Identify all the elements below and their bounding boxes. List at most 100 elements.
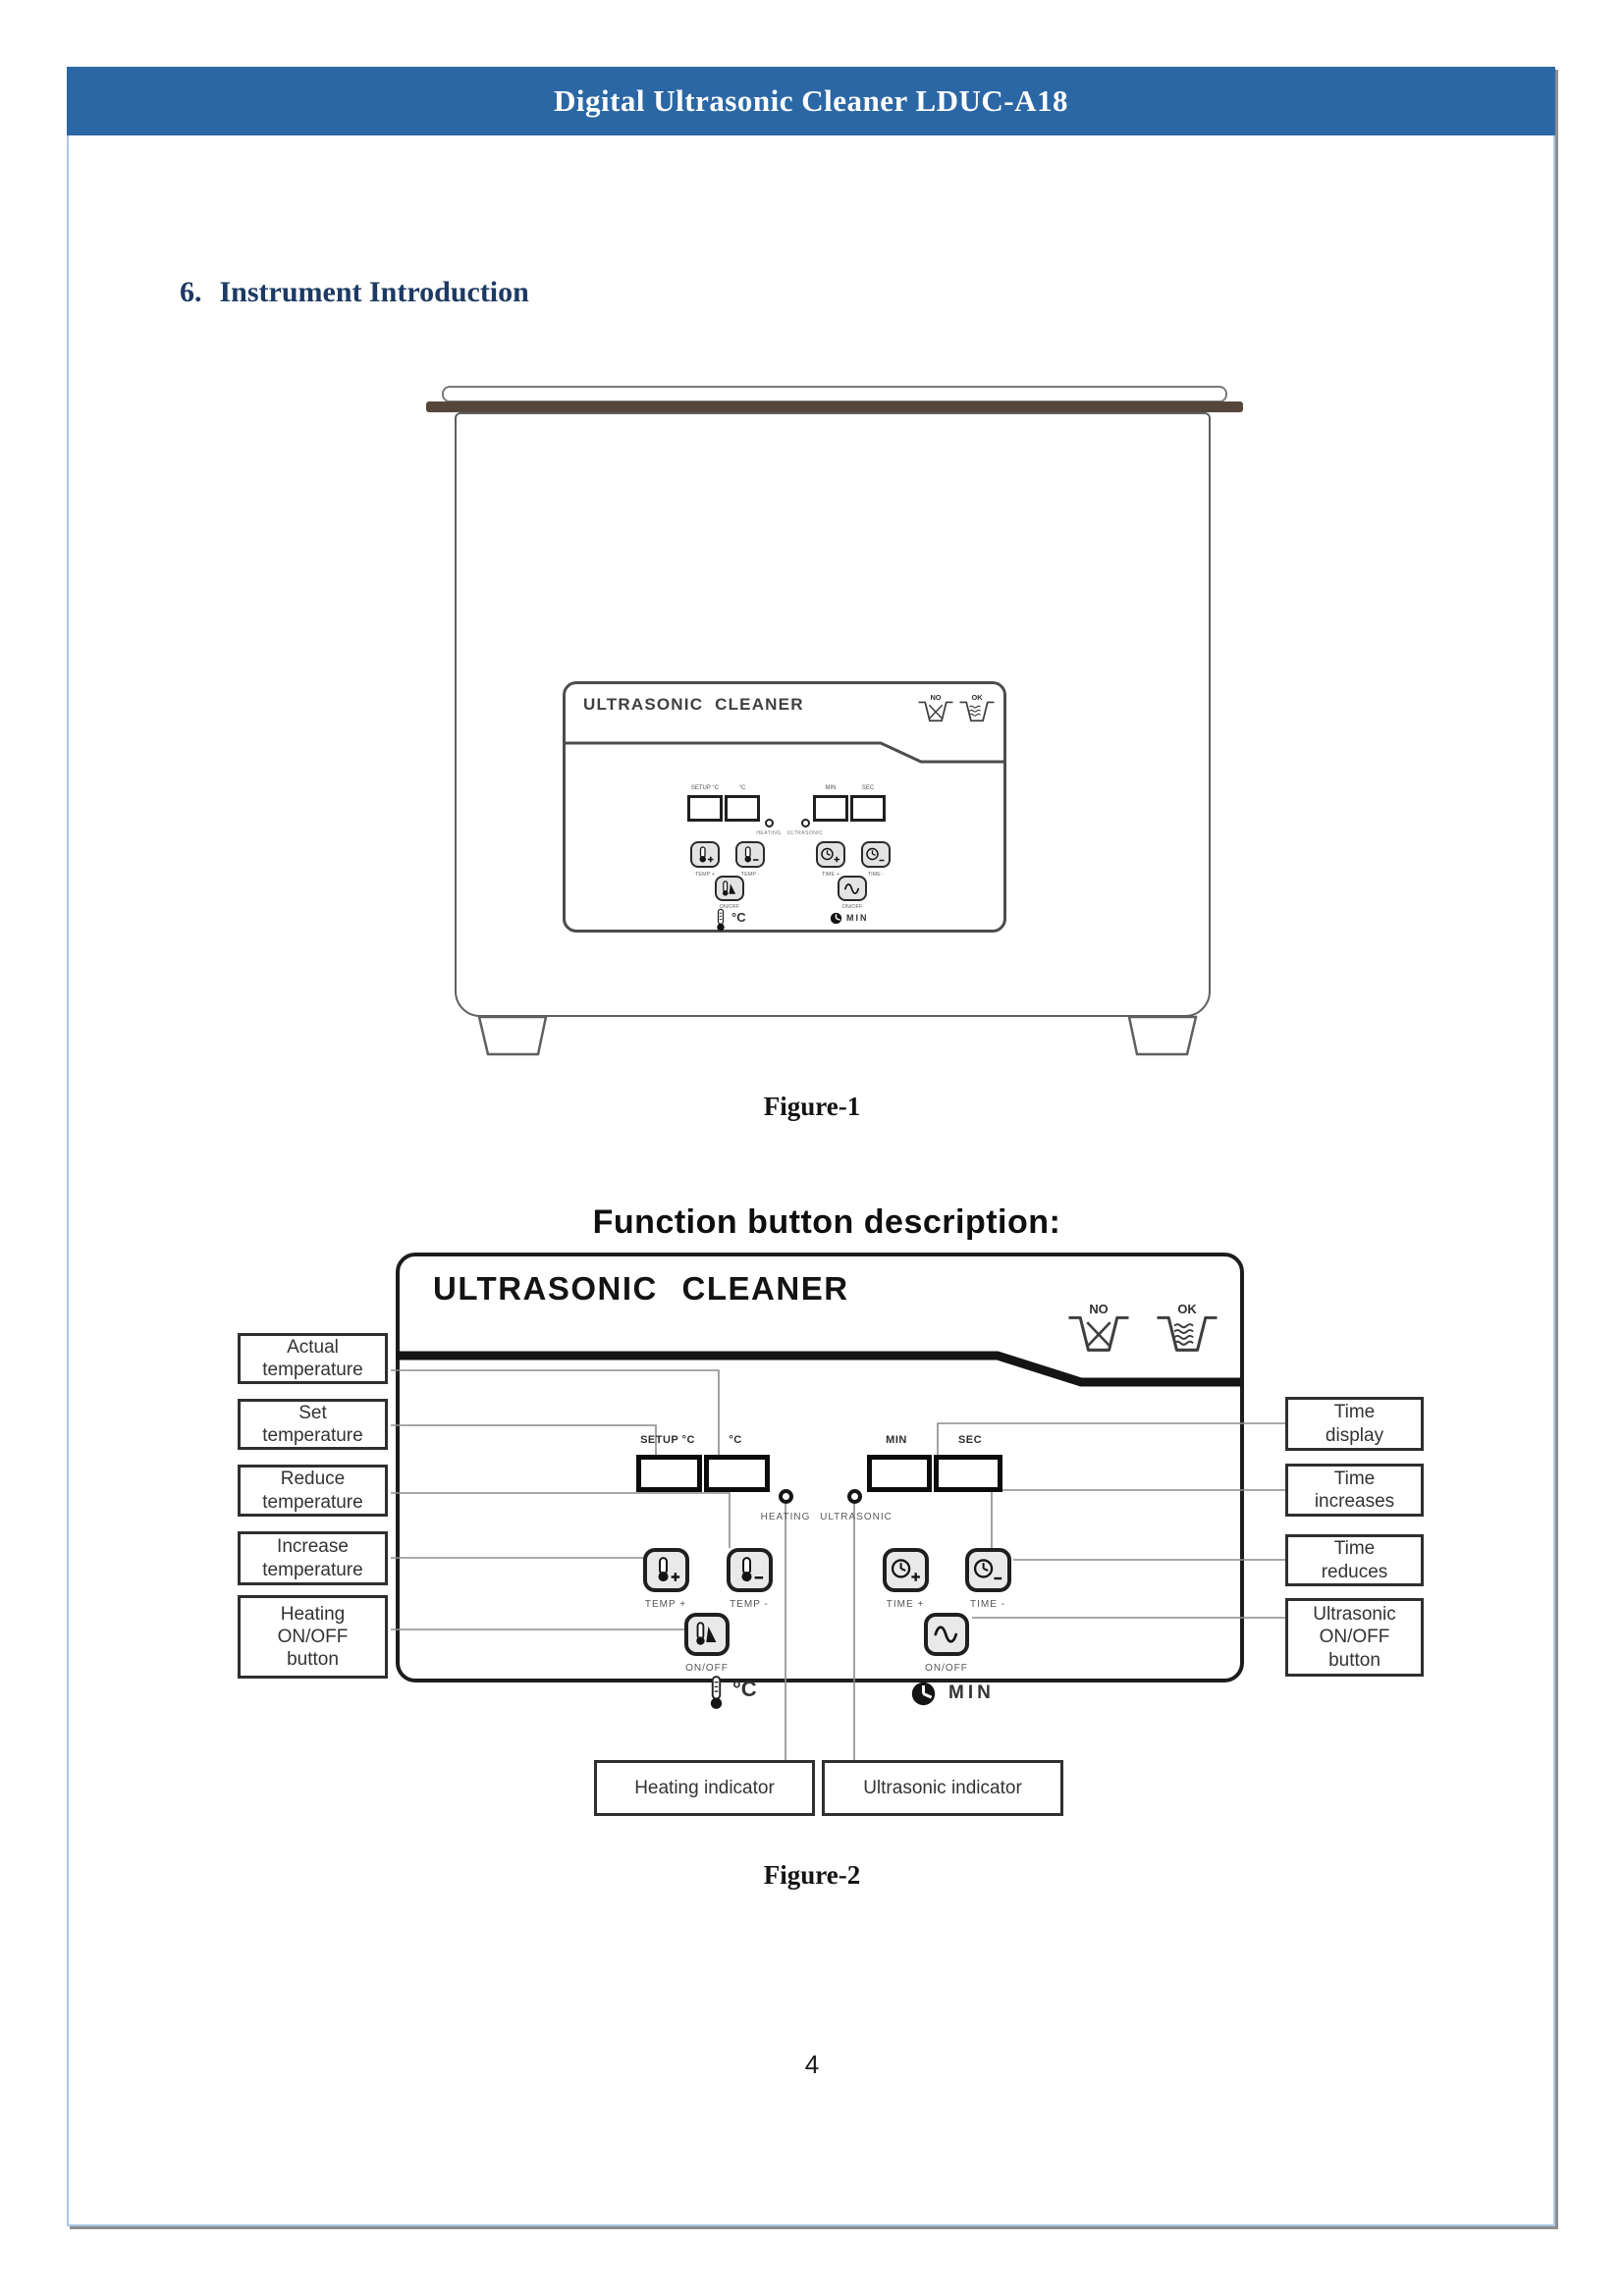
figure1-sec-display — [850, 795, 886, 822]
min-unit: MIN — [948, 1682, 995, 1703]
heating-onoff-button — [684, 1613, 730, 1656]
celsius-unit: °C — [732, 1677, 757, 1701]
thermometer-icon — [710, 1676, 723, 1709]
thermometer-heat-icon — [696, 1622, 717, 1645]
figure1-time-plus-label: TIME + — [822, 872, 839, 878]
figure1-panel-title: ULTRASONIC CLEANER — [583, 695, 804, 714]
min-display-label: MIN — [886, 1434, 907, 1446]
figure1-celsius-unit: °C — [731, 910, 746, 925]
thermometer-minus-icon — [741, 1557, 763, 1582]
ok-wash-icon: OK — [1157, 1302, 1218, 1352]
no-wash-icon: NO — [1068, 1302, 1129, 1352]
left-foot — [477, 1015, 548, 1056]
setup-display-label: SETUP °C — [640, 1434, 695, 1446]
ultrasonic-indicator-led — [847, 1489, 862, 1504]
figure1-heating-onoff-button — [715, 876, 744, 901]
figure1-lid-bottom — [426, 401, 1243, 412]
time-minus-label: TIME - — [970, 1599, 1005, 1610]
figure1-actual-label: °C — [738, 785, 746, 791]
time-plus-button — [883, 1548, 929, 1592]
section-number: 6. — [180, 276, 202, 308]
ultrasonic-onoff-button — [924, 1613, 969, 1656]
clock-minus-icon — [866, 847, 885, 861]
minutes-display — [867, 1455, 932, 1492]
figure1-temp-minus-label: TEMP - — [740, 872, 760, 878]
figure1-sec-label: SEC — [861, 785, 875, 791]
callout-actual-temperature: Actual temperature — [238, 1333, 388, 1384]
figure2-control-panel — [396, 1253, 1244, 1682]
clock-minus-icon — [973, 1559, 1001, 1580]
clock-plus-icon — [891, 1559, 920, 1581]
callout-reduce-temperature: Reduce temperature — [238, 1465, 388, 1517]
callout-ultrasonic-indicator: Ultrasonic indicator — [822, 1760, 1063, 1816]
time-minus-button — [965, 1548, 1011, 1592]
figure2-panel-title: ULTRASONIC CLEANER — [433, 1270, 849, 1307]
figure1-setup-label: SETUP °C — [690, 785, 720, 791]
section-title: Instrument Introduction — [219, 276, 529, 308]
ok-label: OK — [1177, 1302, 1197, 1316]
temp-minus-button — [727, 1548, 773, 1592]
thermometer-plus-icon — [699, 845, 714, 862]
page-title: Digital Ultrasonic Cleaner LDUC-A18 — [553, 83, 1069, 118]
thermometer-heat-icon — [722, 880, 736, 896]
figure1-control-panel — [563, 681, 1006, 933]
figure1-caption: Figure-1 — [763, 1092, 861, 1121]
figure1-heating-led-label: HEATING — [756, 830, 782, 836]
figure1-temp-minus-button — [735, 841, 765, 868]
figure1-temp-plus-button — [690, 841, 720, 868]
no-label: NO — [930, 693, 941, 702]
thermometer-plus-icon — [658, 1557, 679, 1582]
figure1-min-display — [813, 795, 848, 822]
ultrasonic-onoff-label: ON/OFF — [925, 1663, 968, 1674]
ultrasonic-led-label: ULTRASONIC — [820, 1512, 893, 1522]
figure1-panel-divider — [564, 741, 1004, 764]
figure1-ultrasonic-onoff-button — [838, 876, 867, 901]
callout-increase-temperature: Increase temperature — [238, 1531, 388, 1585]
page-number: 4 — [804, 2050, 820, 2079]
callout-ultrasonic-onoff-button: Ultrasonic ON/OFF button — [1285, 1598, 1424, 1677]
figure1-min-label: MIN — [825, 785, 837, 791]
divider-line — [564, 741, 1004, 764]
figure1-time-minus-button — [861, 841, 891, 868]
page-header: Digital Ultrasonic Cleaner LDUC-A18 — [67, 67, 1555, 135]
heating-onoff-label: ON/OFF — [685, 1663, 729, 1674]
temp-plus-label: TEMP + — [644, 1599, 687, 1610]
clock-icon — [911, 1682, 936, 1706]
figure1-heating-onoff-label: ON/OFF — [719, 904, 740, 910]
setup-temperature-display — [636, 1455, 702, 1492]
temp-minus-label: TEMP - — [730, 1599, 769, 1610]
figure1-feet — [477, 1015, 1198, 1056]
thermometer-minus-icon — [744, 845, 759, 862]
right-foot — [1127, 1015, 1198, 1056]
figure1-ultrasonic-led-label: ULTRASONIC — [786, 830, 824, 836]
sec-display-label: SEC — [957, 1434, 983, 1446]
figure1-time-minus-label: TIME - — [867, 872, 885, 878]
heating-led-label: HEATING — [760, 1512, 811, 1522]
callout-heating-onoff-button: Heating ON/OFF button — [238, 1595, 388, 1679]
wave-icon — [934, 1626, 958, 1643]
seconds-display — [934, 1455, 1002, 1492]
no-wash-icon: NO — [918, 693, 953, 722]
wave-icon — [844, 882, 860, 894]
callout-heating-indicator: Heating indicator — [594, 1760, 815, 1816]
section-heading: 6. Instrument Introduction — [180, 276, 529, 309]
temp-plus-button — [643, 1548, 689, 1592]
actual-temperature-display — [704, 1455, 770, 1492]
no-label: NO — [1089, 1302, 1108, 1316]
time-plus-label: TIME + — [886, 1599, 925, 1610]
figure2-heading: Function button description: — [592, 1203, 1061, 1241]
heating-indicator-led — [779, 1489, 793, 1504]
callout-time-reduces: Time reduces — [1285, 1534, 1424, 1586]
figure1-temp-plus-label: TEMP + — [695, 872, 715, 878]
callout-set-temperature: Set temperature — [238, 1399, 388, 1450]
figure1-actual-display — [725, 795, 760, 822]
clock-plus-icon — [821, 847, 839, 862]
figure2-caption: Figure-2 — [763, 1860, 861, 1890]
figure1-time-plus-button — [816, 841, 845, 868]
figure1-min-unit: MIN — [846, 913, 869, 923]
actual-display-label: °C — [729, 1434, 742, 1446]
ok-label: OK — [971, 693, 983, 702]
clock-icon — [830, 912, 842, 925]
ok-wash-icon: OK — [959, 693, 995, 722]
